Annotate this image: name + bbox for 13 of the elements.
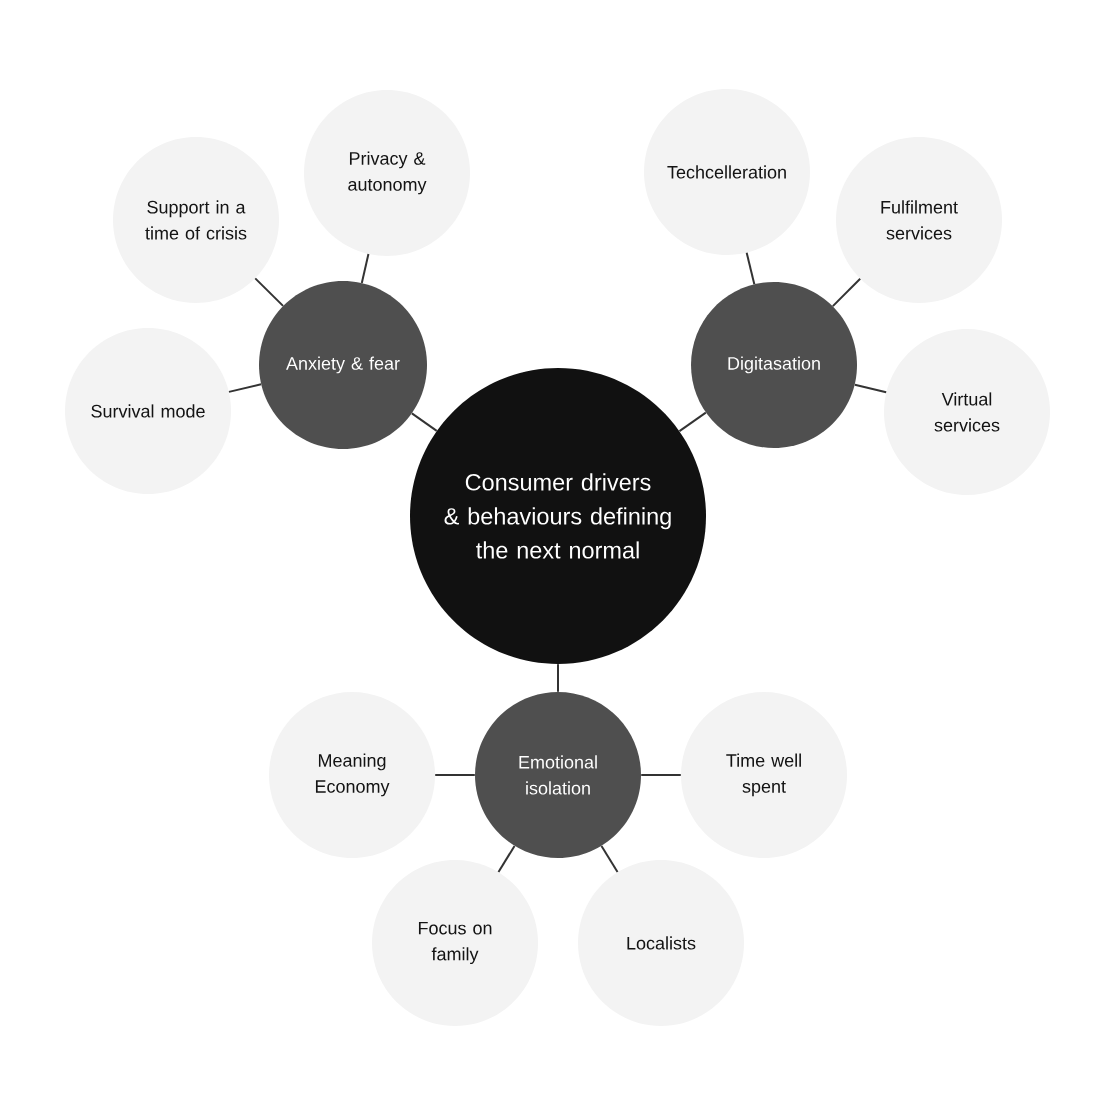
connector-line: [745, 251, 756, 286]
connector-line: [228, 383, 263, 393]
connector-line: [360, 253, 370, 284]
connector-line: [254, 277, 285, 307]
connector-line: [434, 774, 476, 776]
connector-line: [557, 663, 559, 693]
connector-line: [640, 774, 682, 776]
connector-line: [497, 844, 516, 874]
connector-line: [853, 383, 888, 394]
connector-line: [600, 844, 619, 874]
connector-line: [410, 412, 438, 432]
connector-line: [678, 411, 707, 433]
connector-line: [831, 277, 862, 308]
